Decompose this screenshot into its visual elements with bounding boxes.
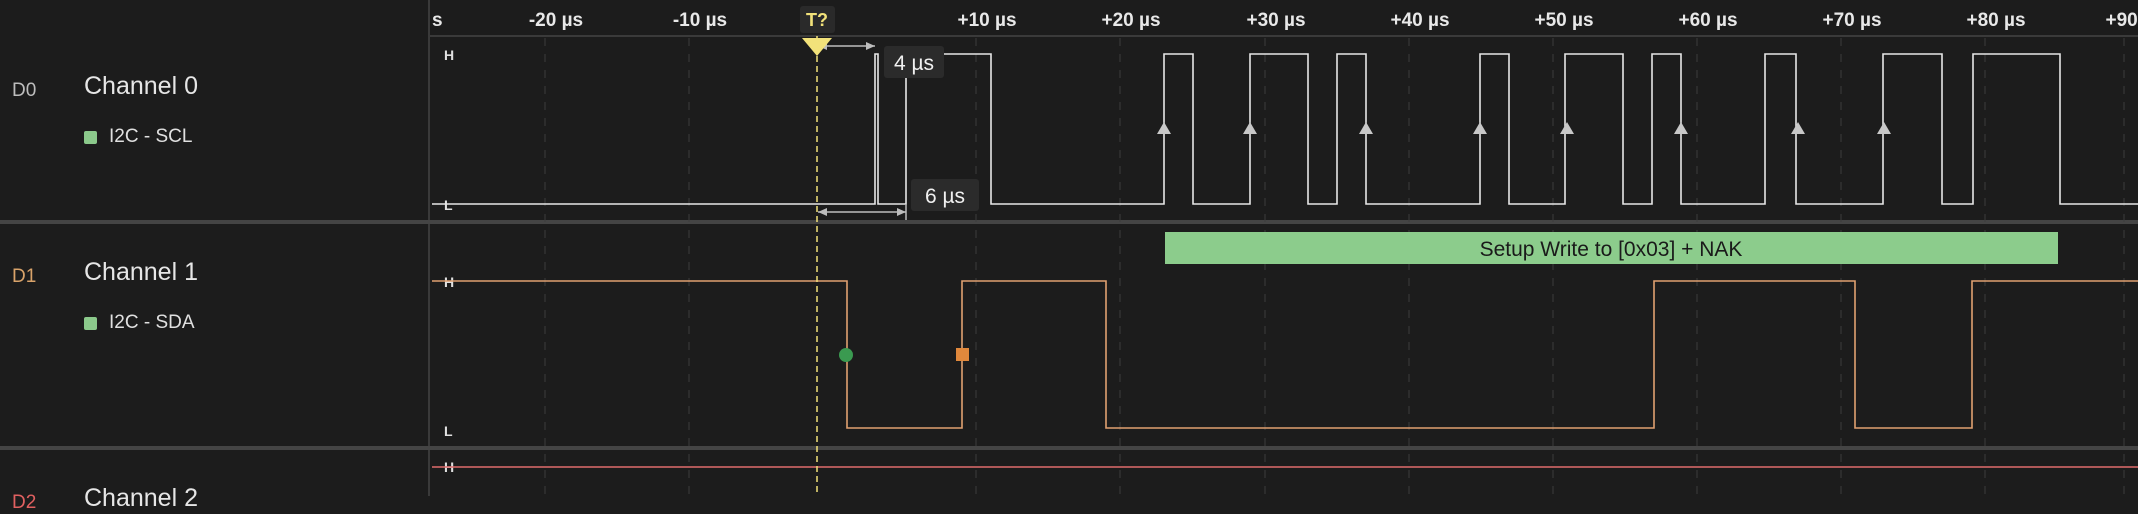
channel-row-2[interactable]: D2 Channel 2 <box>0 450 430 513</box>
rising-edge-icon <box>1359 122 1373 134</box>
channel-name[interactable]: Channel 0 <box>84 72 198 100</box>
rising-edge-icon <box>1877 122 1891 134</box>
timeline-tick-label: +80 µs <box>1966 10 2025 31</box>
timeline-tick-label: +20 µs <box>1101 10 1160 31</box>
timeline-tick-label: +60 µs <box>1678 10 1737 31</box>
analyzer-tag[interactable]: I2C - SDA <box>84 312 195 334</box>
level-high-label: H <box>444 47 454 63</box>
timeline-tick-label: +10 µs <box>957 10 1016 31</box>
timeline-tick-label: +40 µs <box>1390 10 1449 31</box>
low-width-label: 6 µs <box>925 185 965 208</box>
rising-edge-icon <box>1473 122 1487 134</box>
analyzer-label: I2C - SDA <box>109 312 195 333</box>
channel-id: D2 <box>12 492 37 513</box>
i2c-decode-label: Setup Write to [0x03] + NAK <box>1480 238 1743 261</box>
i2c-stop-marker <box>956 348 969 361</box>
measure-tooltip <box>911 179 979 211</box>
waveform-svg[interactable]: s -20 µs -10 µs +10 µs +20 µs +30 µs +40 µs +5… <box>430 0 2138 496</box>
rising-edge-icon <box>1157 122 1171 134</box>
level-high-label: H <box>444 274 454 290</box>
rising-edge-icon <box>1560 122 1574 134</box>
measure-tooltip <box>884 46 944 78</box>
analyzer-color-icon <box>84 316 97 330</box>
waveform-area[interactable]: s -20 µs -10 µs +10 µs +20 µs +30 µs +40 µs +5… <box>430 0 2138 496</box>
analyzer-label: I2C - SCL <box>109 126 193 147</box>
analyzer-color-icon <box>84 130 97 144</box>
channel-name[interactable]: Channel 1 <box>84 258 198 286</box>
channel-row-1[interactable]: D1 Channel 1 I2C - SDA <box>0 224 430 446</box>
scl-trace[interactable] <box>432 53 2138 205</box>
timeline-tick-label: +30 µs <box>1246 10 1305 31</box>
level-low-label: L <box>444 423 453 439</box>
sda-trace[interactable] <box>432 280 2138 429</box>
channel-sidebar: D0 Channel 0 I2C - SCL D1 Channel 1 I2C … <box>0 0 430 513</box>
analyzer-tag[interactable]: I2C - SCL <box>84 126 192 148</box>
channel-id: D0 <box>12 80 37 101</box>
timeline-tick-label: -20 µs <box>529 10 583 31</box>
scl-edge-markers <box>1157 122 1891 134</box>
rising-edge-icon <box>1674 122 1688 134</box>
timeline-bar[interactable] <box>430 0 2138 36</box>
channel-row-0[interactable]: D0 Channel 0 I2C - SCL <box>0 0 430 220</box>
level-low-label: L <box>444 197 453 213</box>
timeline-unit: s <box>432 10 443 31</box>
timeline-tick-label: +90 µs <box>2105 10 2138 31</box>
channel-separator[interactable] <box>0 220 2138 224</box>
high-width-label: 4 µs <box>894 52 934 75</box>
timeline-tick-label: -10 µs <box>673 10 727 31</box>
trigger-label: T? <box>806 10 828 30</box>
rising-edge-icon <box>1243 122 1257 134</box>
i2c-start-marker <box>839 348 853 362</box>
trigger-marker-icon[interactable] <box>802 38 832 56</box>
channel-separator[interactable] <box>0 446 2138 450</box>
channel-name[interactable]: Channel 2 <box>84 484 198 512</box>
trigger-tab[interactable] <box>800 6 835 33</box>
rising-edge-icon <box>1791 122 1805 134</box>
timeline-tick-label: +70 µs <box>1822 10 1881 31</box>
channel-id: D1 <box>12 266 37 287</box>
i2c-decode-bubble[interactable] <box>1165 232 2058 264</box>
timeline-tick-label: +50 µs <box>1534 10 1593 31</box>
